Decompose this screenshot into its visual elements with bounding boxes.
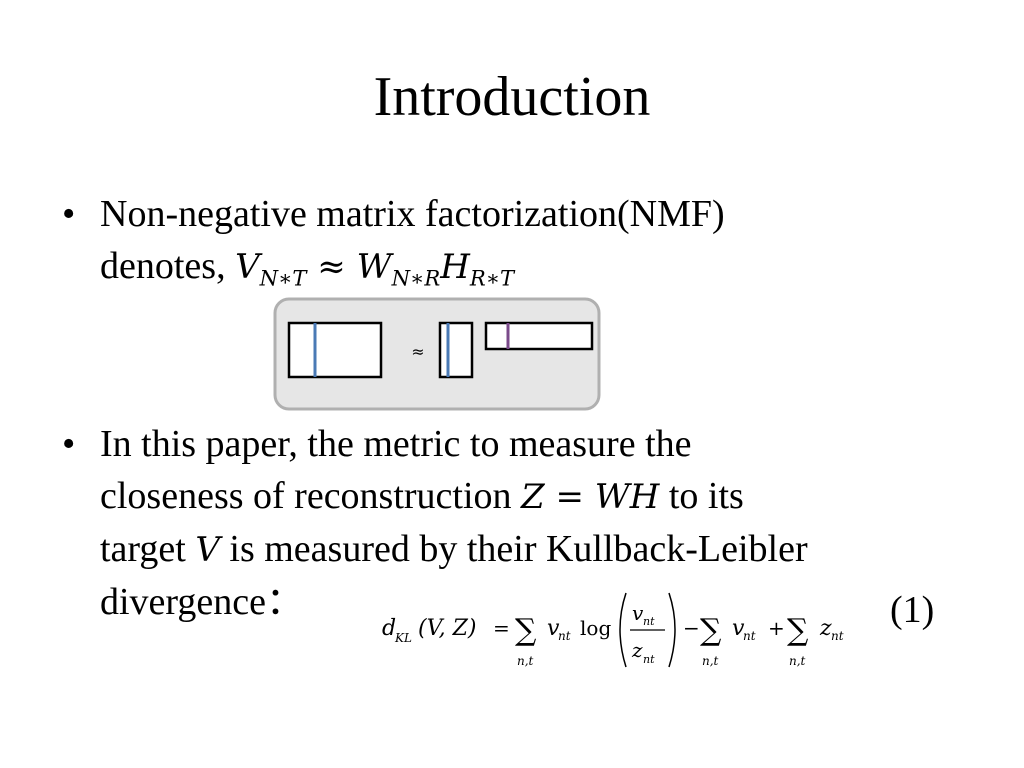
nmf-formula: VN∗T ≈ WN∗RHR∗T — [235, 247, 515, 291]
eq-frac-numerator: v — [632, 601, 644, 625]
formula-approx: ≈ — [317, 247, 346, 287]
bullet-text-segment: to its — [659, 475, 744, 517]
eq-left-paren — [619, 592, 627, 668]
bullet-line: Non-negative matrix factorization(NMF) — [100, 193, 725, 235]
bullet-text-segment: closeness of reconstruction — [100, 475, 522, 517]
eq-log: log — [580, 616, 611, 640]
inline-formula-v: V — [195, 530, 220, 570]
eq-v-2: v — [732, 616, 745, 641]
eq-z-subscript: nt — [831, 629, 844, 643]
bullet-text-segment: target — [100, 528, 196, 570]
equation-number: (1) — [890, 589, 935, 631]
slide-title: Introduction — [373, 66, 651, 128]
eq-sum-3: ∑ — [787, 613, 809, 648]
eq-z: z — [819, 616, 832, 641]
eq-sum-1: ∑ — [515, 613, 537, 648]
bullet-line: target V is measured by their Kullback-L… — [100, 523, 962, 576]
eq-frac-denominator-subscript: nt — [643, 653, 655, 666]
eq-v: v — [547, 616, 560, 641]
eq-minus: − — [683, 616, 700, 640]
bullet-line-with-formula: denotes, VN∗T ≈ WN∗RHR∗T — [100, 240, 962, 304]
bullet-line: divergence： — [100, 581, 304, 623]
kl-divergence-equation: d KL (V, Z) = ∑ n,t v nt log v nt z nt −… — [382, 592, 844, 668]
eq-frac-numerator-subscript: nt — [643, 615, 655, 628]
eq-sum-1-subscript: n,t — [517, 654, 534, 668]
matrix-h — [484, 321, 594, 351]
formula-w-subscript: N∗R — [391, 265, 441, 291]
eq-sum-3-subscript: n,t — [789, 654, 806, 668]
formula-w: W — [356, 247, 392, 287]
eq-equals: = — [493, 616, 510, 640]
eq-args: (V, Z) — [418, 616, 476, 641]
matrix-factorization-diagram: ≈ — [273, 297, 601, 411]
bullet-text: Non-negative matrix factorization(NMF) d… — [100, 188, 962, 304]
bullet-text: In this paper, the metric to measure the… — [100, 418, 962, 628]
bullet-line: In this paper, the metric to measure the — [100, 423, 692, 465]
eq-right-paren — [668, 592, 676, 668]
matrix-w — [438, 321, 474, 379]
eq-v-subscript: nt — [558, 629, 571, 643]
eq-sum-2-subscript: n,t — [702, 654, 719, 668]
bullet-line: closeness of reconstruction Z = WH to it… — [100, 470, 962, 523]
eq-v-2-subscript: nt — [743, 629, 756, 643]
formula-h-subscript: R∗T — [469, 265, 515, 291]
eq-plus: + — [768, 616, 785, 640]
formula-h: H — [440, 247, 470, 287]
eq-frac-denominator: z — [631, 638, 643, 662]
bullet-marker: • — [62, 423, 76, 465]
bullet-nmf: • Non-negative matrix factorization(NMF)… — [62, 188, 962, 304]
bullet-marker: • — [62, 193, 76, 235]
eq-d: d — [382, 616, 396, 641]
formula-v: V — [235, 247, 260, 287]
eq-d-subscript: KL — [394, 631, 412, 645]
matrix-v — [287, 321, 383, 379]
inline-formula-z-wh: Z = WH — [521, 477, 660, 517]
formula-v-subscript: N∗T — [259, 265, 307, 291]
bullet-text-segment: is measured by their Kullback-Leibler — [219, 528, 808, 570]
bullet-text-prefix: denotes, — [100, 245, 236, 287]
diagram-approx-symbol: ≈ — [411, 342, 424, 361]
eq-sum-2: ∑ — [700, 613, 722, 648]
bullet-kl-divergence: • In this paper, the metric to measure t… — [62, 418, 962, 628]
